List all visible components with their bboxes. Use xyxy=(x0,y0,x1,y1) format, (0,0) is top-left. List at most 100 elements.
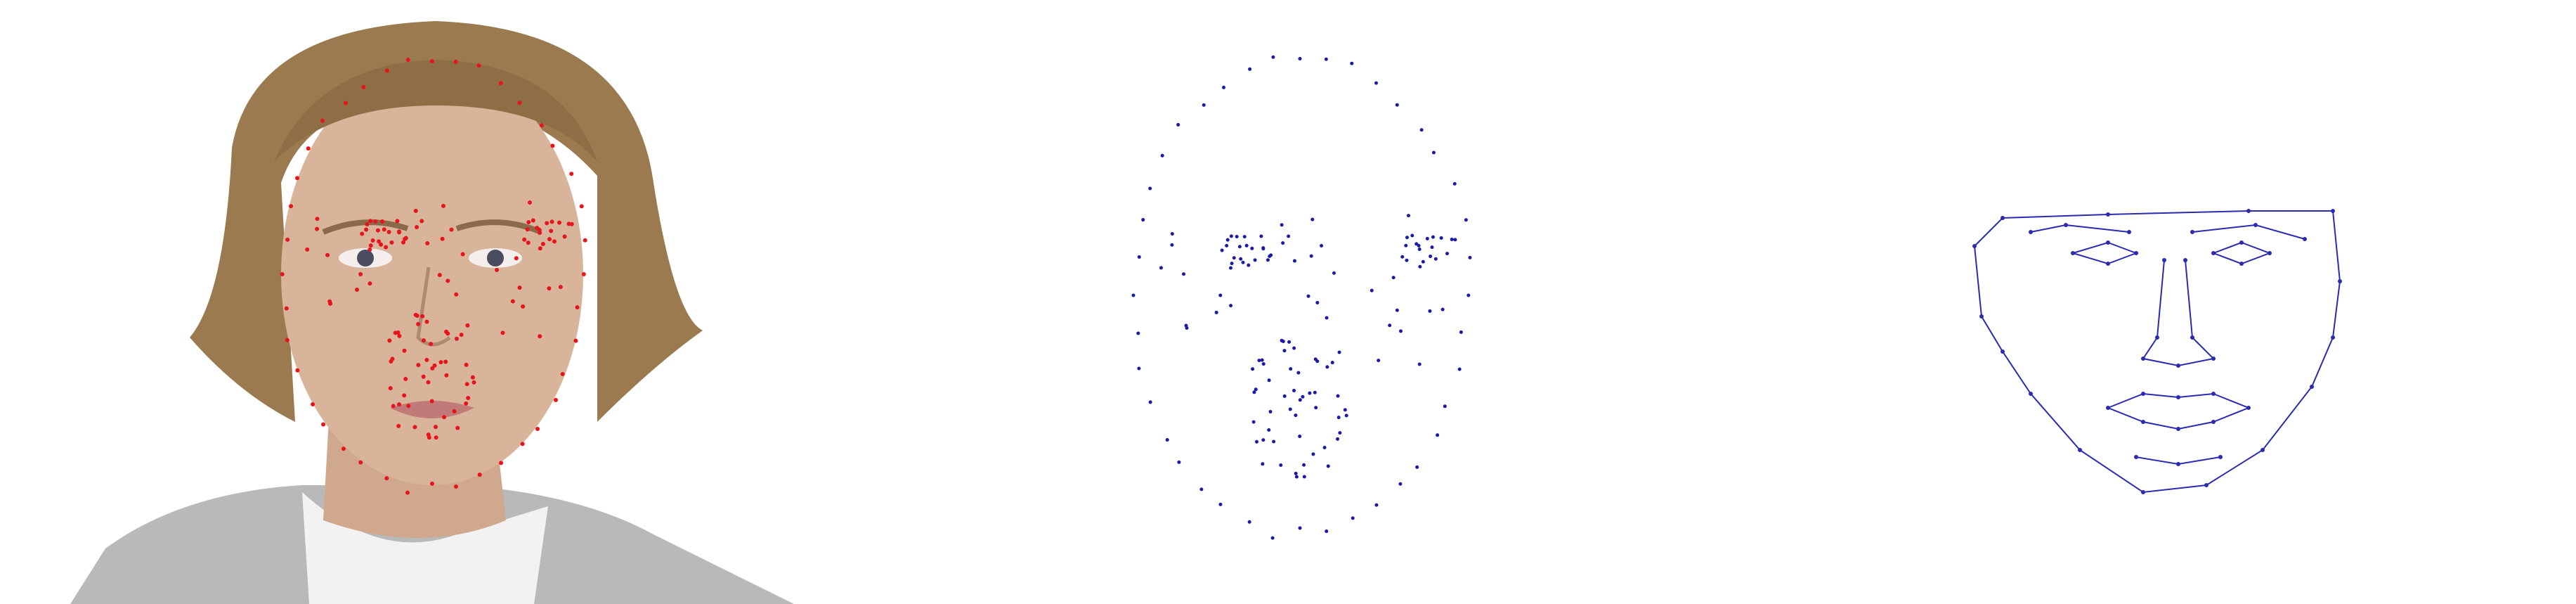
landmark-marker xyxy=(545,221,549,226)
landmark-point xyxy=(1337,350,1341,354)
landmark-marker xyxy=(370,238,375,243)
landmark-marker xyxy=(455,425,460,430)
landmark-point xyxy=(1250,246,1254,250)
landmark-point xyxy=(1431,235,1435,239)
mesh-vertex xyxy=(2106,240,2110,245)
landmark-point xyxy=(1443,404,1447,409)
landmark-marker xyxy=(361,84,366,89)
landmark-marker xyxy=(526,240,531,245)
landmark-point xyxy=(1374,503,1379,507)
landmark-marker xyxy=(547,286,552,291)
landmark-marker xyxy=(391,404,396,409)
mesh-vertex xyxy=(2134,251,2138,255)
landmark-marker xyxy=(430,481,434,486)
landmark-point xyxy=(1230,262,1234,266)
landmark-marker xyxy=(395,219,400,224)
landmark-point xyxy=(1251,420,1256,424)
landmark-marker xyxy=(437,273,442,278)
landmark-marker xyxy=(364,227,369,232)
landmark-marker xyxy=(320,118,325,123)
landmark-marker xyxy=(305,247,310,252)
landmark-marker xyxy=(389,359,393,364)
landmark-marker xyxy=(538,246,542,251)
landmark-marker xyxy=(412,425,417,430)
hair-fringe xyxy=(274,60,597,162)
landmark-point xyxy=(1298,57,1302,61)
landmark-marker xyxy=(517,101,522,105)
landmark-marker xyxy=(432,363,437,368)
landmark-point xyxy=(1429,255,1433,259)
mesh-vertex xyxy=(2029,230,2033,234)
landmark-point xyxy=(1269,253,1273,257)
landmark-point xyxy=(1332,271,1336,275)
landmark-point xyxy=(1288,407,1292,411)
landmark-point xyxy=(1177,460,1181,464)
landmark-point xyxy=(1298,435,1302,439)
right-brow xyxy=(2192,224,2305,240)
mesh-vertex xyxy=(2190,335,2194,340)
mesh-vertex xyxy=(2204,483,2209,487)
landmark-point xyxy=(1199,487,1204,491)
landmark-marker xyxy=(419,219,424,224)
landmark-point xyxy=(1271,55,1275,59)
landmark-point xyxy=(1131,293,1136,297)
landmark-marker xyxy=(445,278,450,283)
landmark-marker xyxy=(416,321,421,326)
mesh-vertex xyxy=(2268,251,2272,255)
mesh-vertex xyxy=(2310,385,2314,389)
landmark-point xyxy=(1289,367,1293,371)
landmark-marker xyxy=(429,342,434,347)
landmark-marker xyxy=(368,219,373,224)
landmark-marker xyxy=(537,227,542,232)
landmark-marker xyxy=(379,242,384,247)
mesh-vertex xyxy=(2338,279,2342,283)
landmark-marker xyxy=(405,58,410,63)
landmark-marker xyxy=(425,240,430,245)
landmark-marker xyxy=(315,226,320,231)
landmark-point xyxy=(1247,263,1251,267)
landmark-point xyxy=(1468,255,1472,259)
landmark-marker xyxy=(401,240,405,245)
landmark-markers xyxy=(280,58,587,495)
landmark-marker xyxy=(341,446,346,451)
landmark-marker xyxy=(426,380,431,385)
landmark-marker xyxy=(430,366,435,371)
landmark-marker xyxy=(387,338,392,343)
landmark-marker xyxy=(403,376,408,381)
landmark-point xyxy=(1296,371,1301,375)
landmark-marker xyxy=(405,490,410,495)
landmark-marker xyxy=(540,241,545,246)
landmark-marker xyxy=(380,219,385,224)
landmark-marker xyxy=(575,305,580,310)
landmark-marker xyxy=(558,285,563,290)
mesh-vertex xyxy=(2331,335,2335,340)
landmark-marker xyxy=(438,360,443,365)
mesh-vertex xyxy=(2176,462,2180,466)
landmark-point xyxy=(1302,475,1306,479)
landmark-marker xyxy=(444,373,449,378)
landmark-point xyxy=(1268,410,1273,414)
mesh-vertex xyxy=(2176,427,2180,431)
landmark-point xyxy=(1241,260,1245,264)
landmark-point xyxy=(1301,394,1305,399)
mesh-vertex xyxy=(2155,335,2159,340)
landmark-marker xyxy=(445,331,450,336)
landmark-marker xyxy=(377,239,382,244)
landmark-point xyxy=(1370,288,1374,293)
landmark-point xyxy=(1436,433,1440,437)
landmark-marker xyxy=(396,423,401,428)
landmark-marker xyxy=(424,357,429,362)
landmark-point xyxy=(1244,243,1249,248)
mesh-vertex xyxy=(2211,392,2216,396)
landmark-point xyxy=(1395,103,1399,107)
landmark-point xyxy=(1148,400,1152,404)
landmark-point xyxy=(1252,390,1256,394)
landmark-point xyxy=(1202,103,1206,107)
landmark-point xyxy=(1324,57,1328,61)
mesh-vertex xyxy=(2253,223,2258,227)
landmark-point xyxy=(1464,218,1468,222)
mesh-vertex xyxy=(2211,251,2216,255)
landmark-point xyxy=(1398,329,1403,333)
landmark-point xyxy=(1330,361,1334,365)
landmark-marker xyxy=(528,200,533,205)
